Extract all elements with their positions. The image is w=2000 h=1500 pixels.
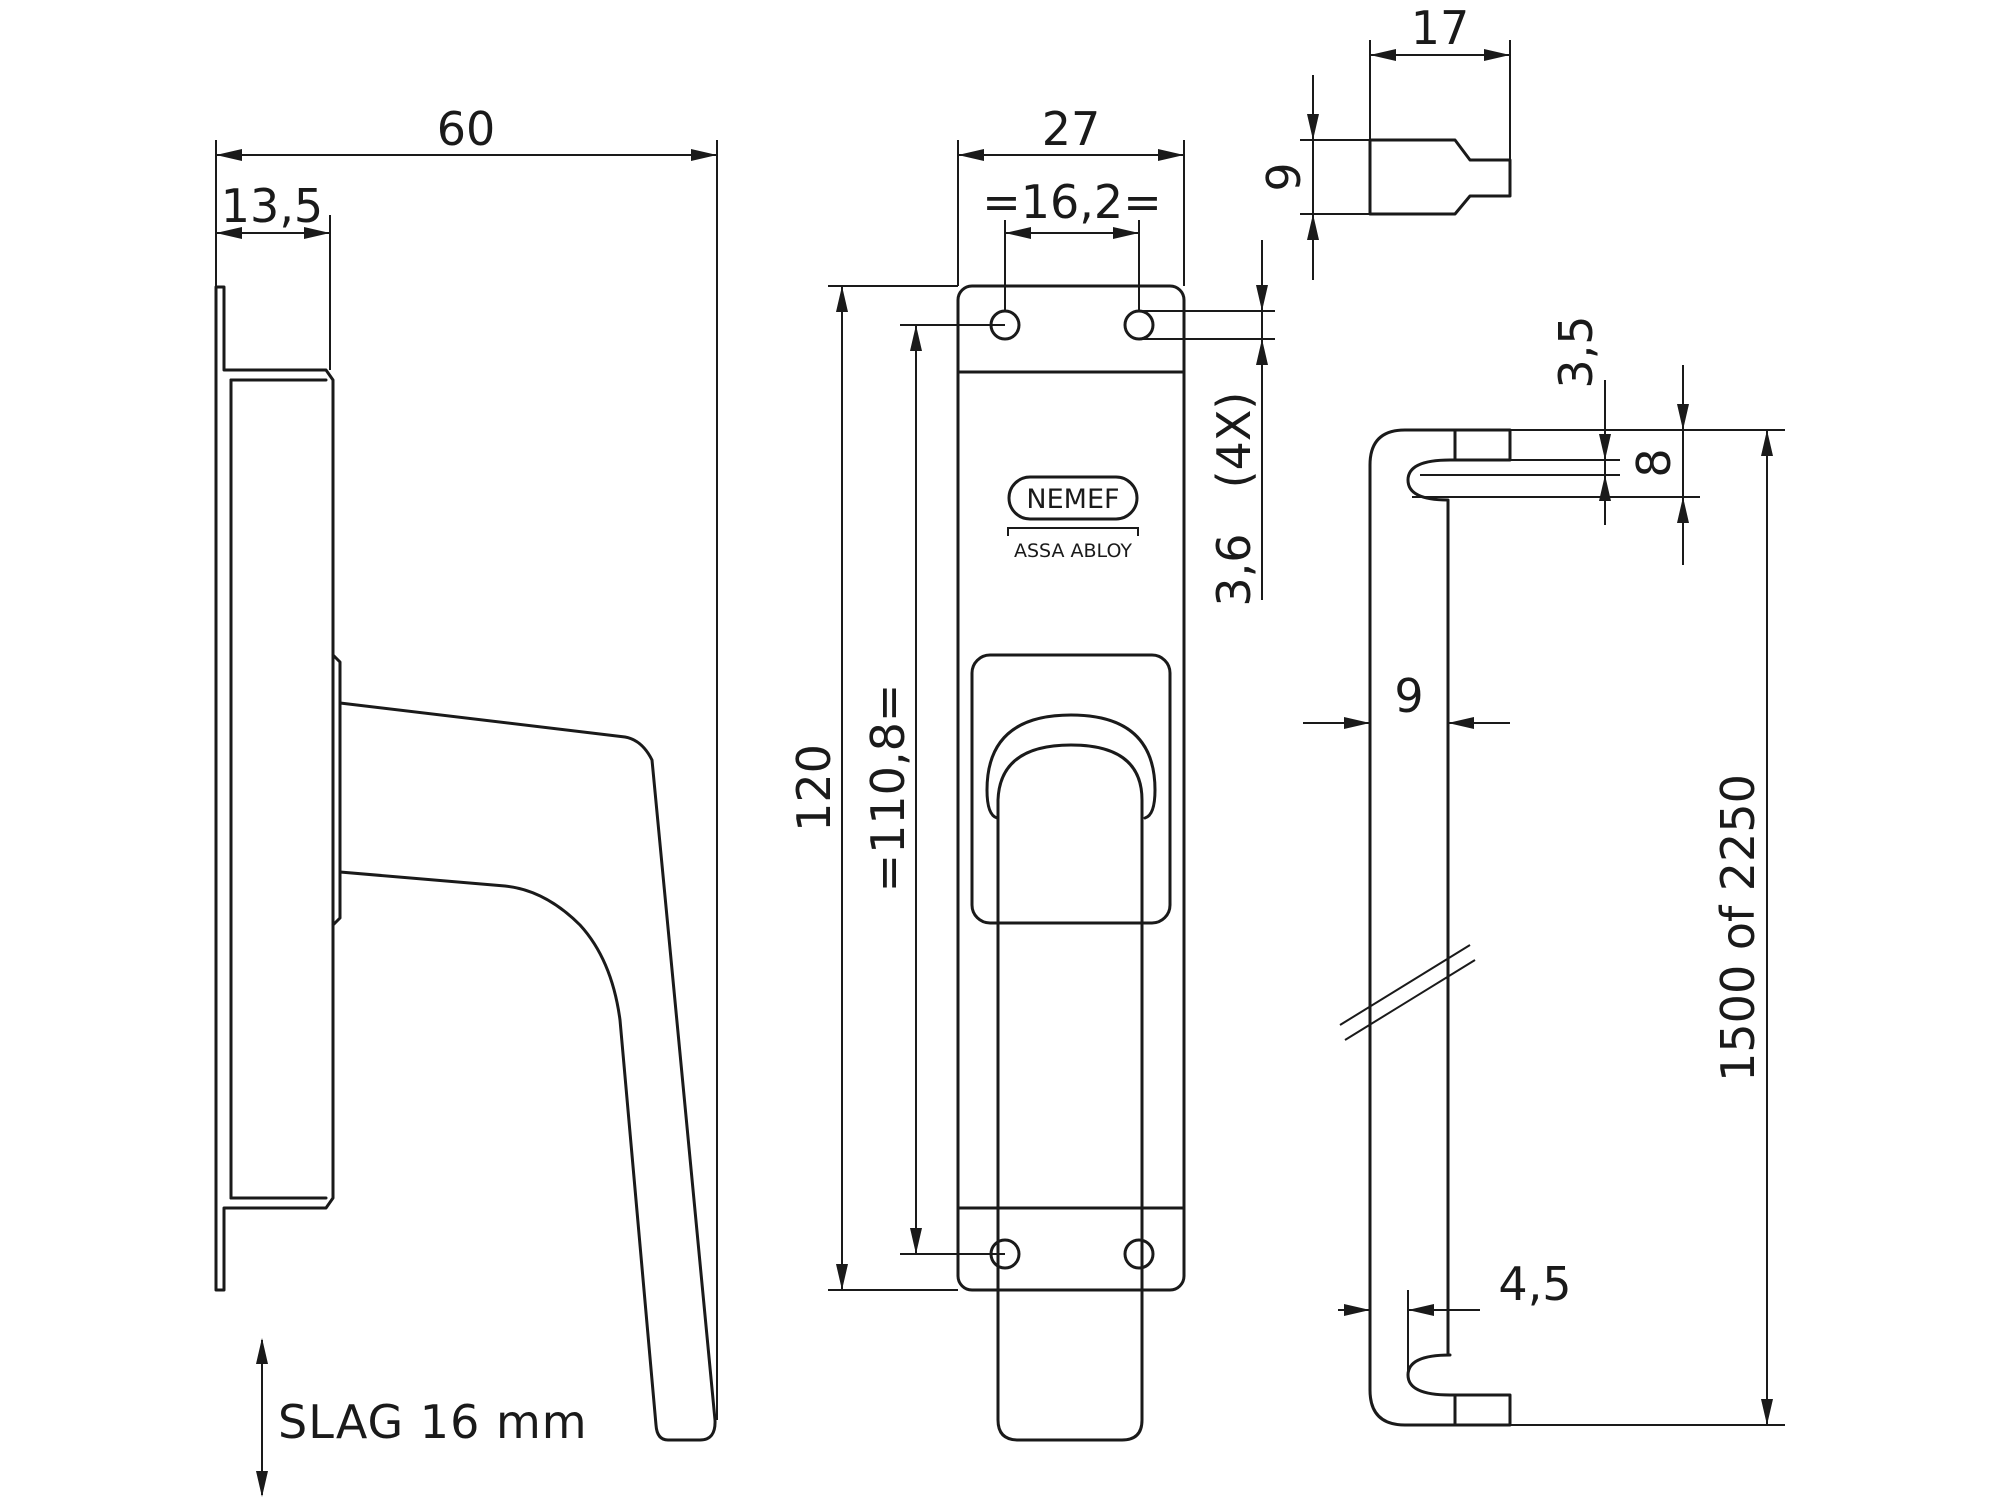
rod-outline <box>1368 428 1512 1427</box>
dim-rod-length-label: 1500 of 2250 <box>1711 774 1765 1082</box>
end-piece-view: 17 9 <box>1257 1 1512 280</box>
stroke-note: SLAG 16 mm <box>278 1395 588 1449</box>
dim-17-label: 17 <box>1411 1 1470 55</box>
dim-16-2-label: =16,2= <box>982 175 1162 229</box>
dim-8-label: 8 <box>1627 448 1681 477</box>
dim-9-rod-label: 9 <box>1394 669 1423 723</box>
brand-group-text: ASSA ABLOY <box>1014 540 1132 562</box>
dim-9-end-label: 9 <box>1257 162 1311 191</box>
dim-120-label: 120 <box>787 744 841 832</box>
dim-60-label: 60 <box>437 102 496 156</box>
side-base-plate <box>214 285 335 1292</box>
front-rosette <box>970 653 1172 925</box>
side-handle-lever <box>338 701 717 1442</box>
dim-4-5-label: 4,5 <box>1498 1257 1571 1311</box>
front-handle-grip <box>996 743 1144 1442</box>
dim-3-6-label: 3,6 <box>1207 533 1261 606</box>
rod-break-mark-2 <box>1344 959 1476 1041</box>
dim-13-5-label: 13,5 <box>221 179 323 233</box>
dim-27-label: 27 <box>1042 102 1101 156</box>
dim-110-8-label: =110,8= <box>861 684 915 893</box>
screw-hole-top-right <box>1123 309 1155 341</box>
screw-hole-bottom-right <box>1123 1238 1155 1270</box>
rod-break-mark-1 <box>1339 944 1471 1026</box>
front-view: NEMEF ASSA ABLOY 27 =16,2= 120 =110,8= <box>787 102 1275 1442</box>
brand-logo-badge <box>1007 475 1139 521</box>
dim-3-5-label: 3,5 <box>1549 315 1603 388</box>
side-rosette <box>331 653 342 927</box>
brand-logo-text: NEMEF <box>1026 484 1119 515</box>
front-plate <box>956 284 1186 1292</box>
rod-view: 3,5 8 1500 of 2250 9 4,5 <box>1303 315 1785 1427</box>
front-rosette-boss <box>985 713 1157 820</box>
end-piece-outline <box>1368 138 1512 216</box>
side-view: 60 13,5 SLAG 16 mm <box>214 102 718 1497</box>
hole-count-label: (4X) <box>1207 392 1261 489</box>
